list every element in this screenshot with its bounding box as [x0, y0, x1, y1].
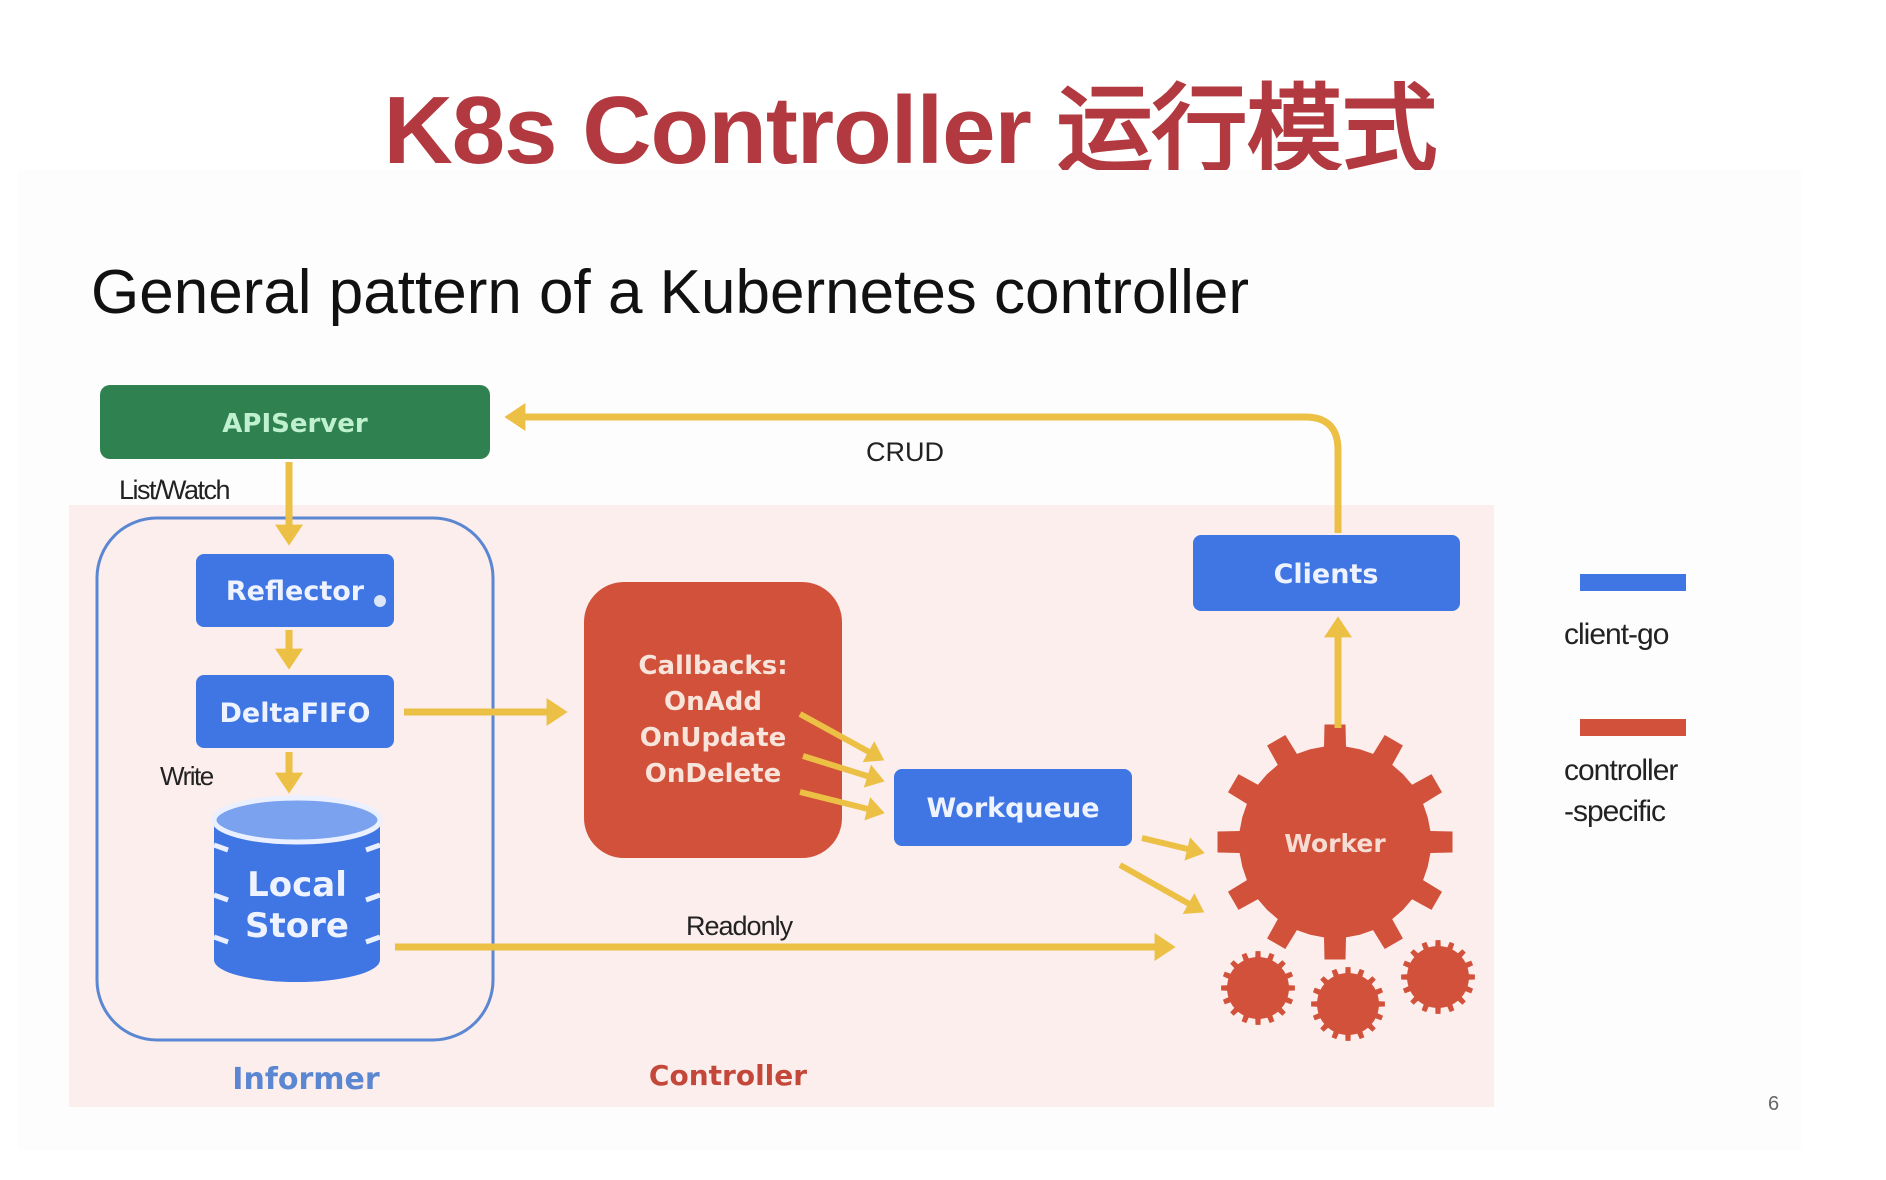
ondelete-to-workqueue-arrow — [799, 789, 885, 821]
legend-label-controller-line2: -specific — [1564, 795, 1666, 828]
deltafifo-label: DeltaFIFO — [220, 698, 371, 729]
workqueue-node[interactable]: Workqueue — [894, 769, 1132, 846]
deltafifo-node[interactable]: DeltaFIFO — [196, 675, 394, 748]
clients-label: Clients — [1274, 559, 1379, 590]
informer-group-label: Informer — [232, 1062, 380, 1097]
apiserver-node[interactable]: APIServer — [100, 385, 490, 459]
local-store-label-line1: Local — [247, 865, 347, 905]
readonly-label: Readonly — [686, 911, 794, 941]
onupdate-to-workqueue-arrow — [802, 753, 885, 788]
legend-swatch-client-go — [1580, 574, 1686, 591]
apiserver-label: APIServer — [222, 409, 368, 439]
small-gear-icon — [1221, 951, 1295, 1025]
worker-gear-icon — [1217, 724, 1453, 960]
small-gear-icon — [1311, 967, 1385, 1041]
reflector-node[interactable]: Reflector — [196, 554, 394, 627]
onadd-to-workqueue-arrow — [798, 711, 885, 763]
mouse-cursor-icon — [374, 595, 386, 607]
page-number: 6 — [1768, 1093, 1779, 1115]
workqueue-to-worker-arrow-2 — [1118, 862, 1205, 914]
local-store-label-line2: Store — [245, 906, 349, 946]
legend-label-controller-line1: controller — [1564, 754, 1678, 787]
slide-subtitle: General pattern of a Kubernetes controll… — [91, 258, 1249, 327]
legend-swatch-controller-specific — [1580, 719, 1686, 736]
local-store-node[interactable]: Local Store — [211, 795, 383, 982]
clients-node[interactable]: Clients — [1193, 535, 1460, 611]
legend: client-go controller -specific — [1564, 574, 1686, 828]
list-watch-label: List/Watch — [119, 475, 230, 505]
callbacks-label-line3: OnUpdate — [640, 723, 787, 753]
callbacks-label-line1: Callbacks: — [638, 651, 787, 681]
worker-label: Worker — [1284, 829, 1386, 858]
crud-arrow — [504, 403, 1342, 533]
workqueue-label: Workqueue — [926, 793, 1099, 824]
reflector-label: Reflector — [226, 576, 365, 607]
write-label: Write — [160, 761, 214, 791]
informer-group-box — [95, 516, 495, 1042]
workqueue-to-worker-arrow-1 — [1141, 835, 1205, 861]
legend-label-client-go: client-go — [1564, 618, 1669, 651]
callbacks-label-line4: OnDelete — [645, 759, 781, 789]
worker-node[interactable]: Worker — [1217, 724, 1453, 960]
crud-label: CRUD — [866, 437, 944, 467]
small-gear-icon — [1401, 940, 1475, 1014]
callbacks-label-line2: OnAdd — [664, 687, 762, 717]
callbacks-node[interactable]: Callbacks: OnAdd OnUpdate OnDelete — [584, 582, 842, 858]
controller-group-label: Controller — [649, 1059, 807, 1092]
slide-title: K8s Controller 运行模式 — [383, 77, 1437, 184]
